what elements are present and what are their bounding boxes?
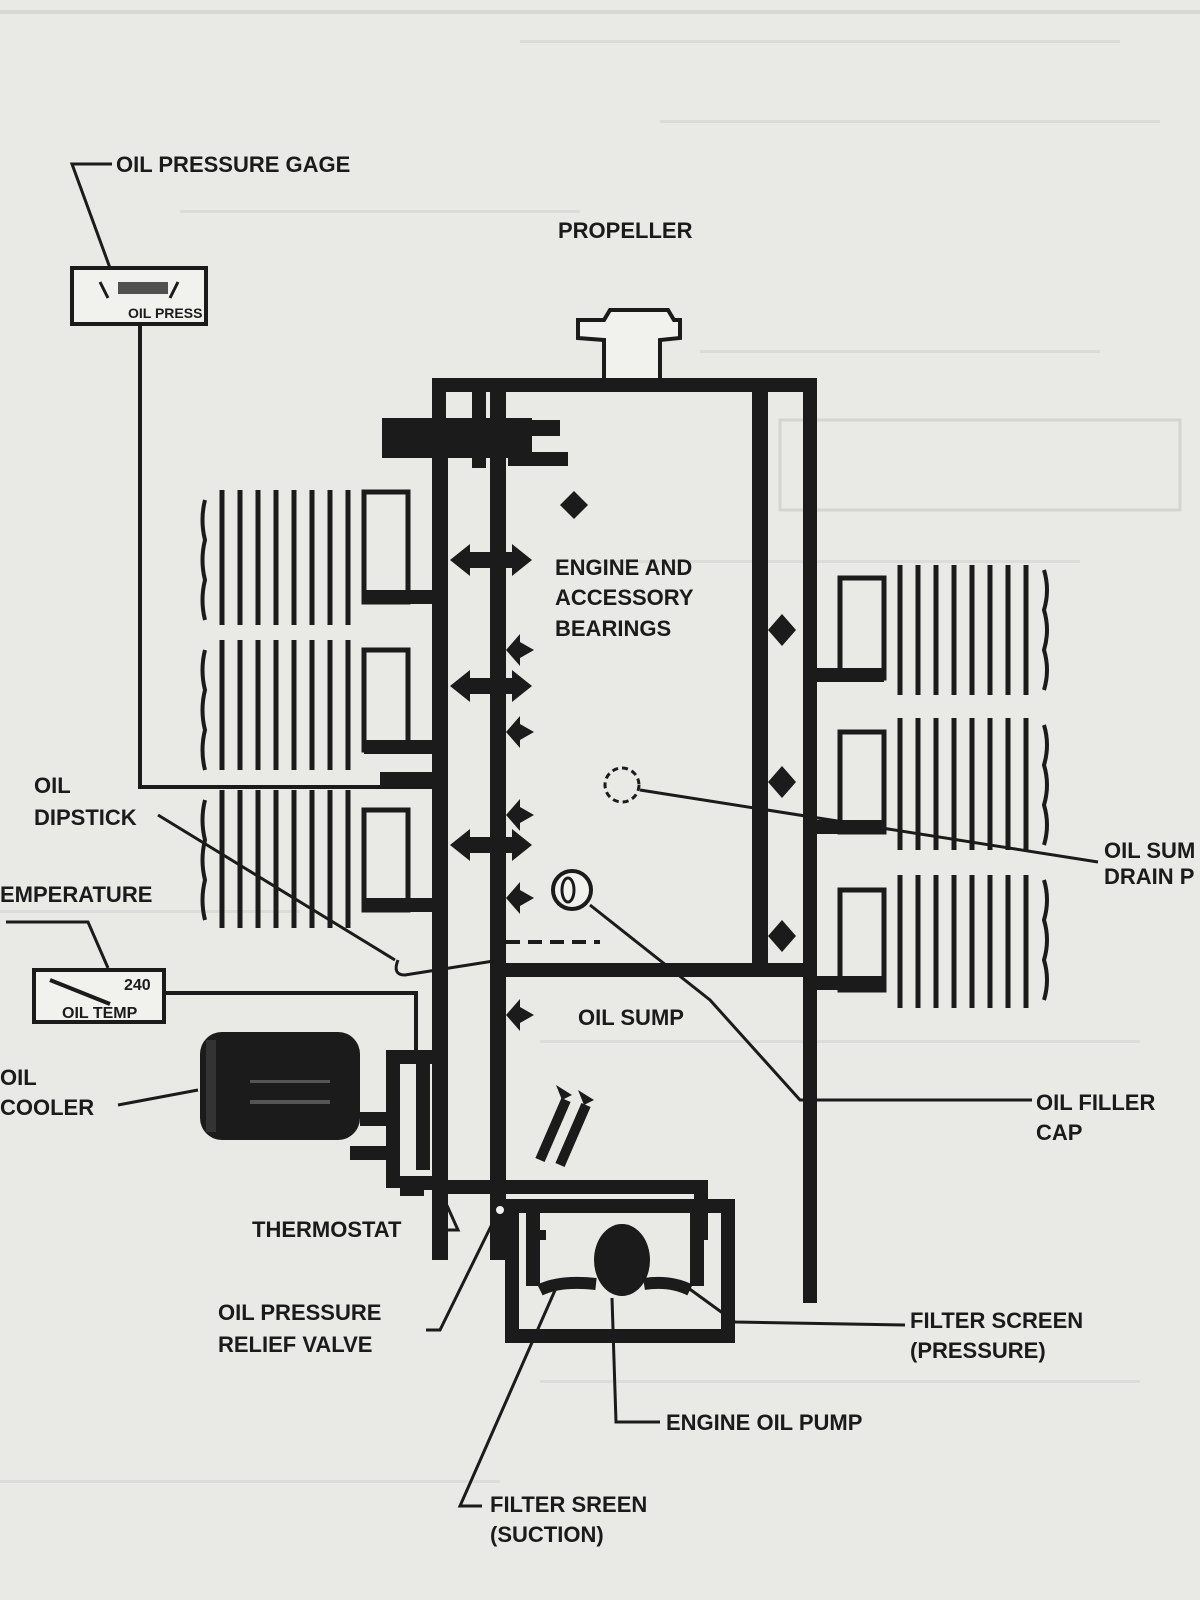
thermostat	[400, 1184, 424, 1196]
oil-pressure-gage: OIL PRESS	[70, 266, 208, 326]
filter-pressure-label-2: (PRESSURE)	[910, 1338, 1046, 1363]
oil-filler-cap-label-1: OIL FILLER	[1036, 1090, 1155, 1115]
engine-oil-pump-label: ENGINE OIL PUMP	[666, 1410, 862, 1435]
filter-suction-label-1: FILTER SREEN	[490, 1492, 647, 1517]
propeller-hub	[576, 308, 682, 387]
filter-suction-label-2: (SUCTION)	[490, 1522, 604, 1547]
filter-pressure-label-1: FILTER SCREEN	[910, 1308, 1083, 1333]
oil-pressure-relief-valve	[426, 1204, 506, 1332]
oil-pressure-gage-label: OIL PRESSURE GAGE	[116, 152, 350, 177]
thermostat-label: THERMOSTAT	[252, 1217, 402, 1242]
sump-pickup	[535, 1085, 594, 1167]
relief-valve-label-1: OIL PRESSURE	[218, 1300, 381, 1325]
oil-sump-drain-label-2: DRAIN P	[1104, 864, 1194, 889]
oil-press-gauge-label: OIL PRESS	[128, 305, 202, 321]
oil-temp-gauge-label: OIL TEMP	[62, 1005, 138, 1022]
bleed-through-text	[0, 10, 1200, 1483]
cylinders-right	[816, 565, 1049, 1008]
engine-bearings-line-3: BEARINGS	[555, 616, 671, 641]
oil-temp-gauge: 240 OIL TEMP	[32, 968, 166, 1024]
oil-dipstick-label-2: DIPSTICK	[34, 805, 137, 830]
oil-cooler-label-1: OIL	[0, 1065, 37, 1090]
engine-bearings-line-2: ACCESSORY	[555, 585, 694, 610]
propeller-label: PROPELLER	[558, 218, 693, 243]
oil-sump-drain-plug	[603, 766, 1099, 864]
oil-sump-label: OIL SUMP	[578, 1005, 684, 1030]
oil-dipstick-label-1: OIL	[34, 773, 71, 798]
engine-oil-pump	[594, 1224, 650, 1296]
oil-temp-value: 240	[124, 977, 151, 994]
flow-arrows	[450, 440, 796, 1031]
engine-bearings-label: ENGINE AND ACCESSORY BEARINGS	[555, 555, 694, 641]
engine-oil-passages	[380, 378, 817, 1303]
oil-dipstick	[157, 813, 600, 977]
oil-sump-drain-label-1: OIL SUM	[1104, 838, 1195, 863]
oil-filler-cap	[551, 869, 1032, 1102]
engine-bearings-line-1: ENGINE AND	[555, 555, 692, 580]
oil-cooler	[200, 1032, 360, 1140]
relief-valve-label-2: RELIEF VALVE	[218, 1332, 372, 1357]
oil-cooler-label-2: COOLER	[0, 1095, 94, 1120]
cylinders-left	[200, 489, 434, 928]
temperature-label: EMPERATURE	[0, 882, 152, 907]
oil-filler-cap-label-2: CAP	[1036, 1120, 1082, 1145]
